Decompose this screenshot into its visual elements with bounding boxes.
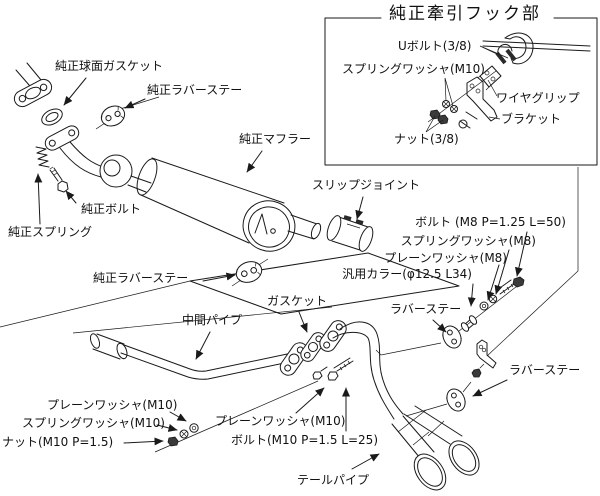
label-plain-washer-m8: プレーンワッシャ(M8)	[384, 251, 507, 265]
oem-rubber-stay-rear-drawing	[231, 258, 269, 287]
inset-title: 純正牽引フック部	[384, 4, 546, 24]
label-oem-muffler: 純正マフラー	[239, 132, 312, 146]
label-nut-m10: ナット(M10 P=1.5)	[2, 435, 114, 449]
label-bolt-m8: ボルト (M8 P=1.25 L=50)	[415, 215, 566, 229]
inset-box	[324, 17, 598, 166]
rubber-stay-lower-drawing	[405, 381, 472, 417]
label-oem-rubber-stay-rear: 純正ラバーステー	[93, 271, 189, 285]
oem-front-pipe-drawing	[13, 62, 104, 178]
label-rubber-stay-upper: ラバーステー	[390, 302, 462, 316]
label-slip-joint: スリップジョイント	[312, 178, 421, 192]
label-plain-washer-m10-center: プレーンワッシャ(M10)	[215, 414, 346, 428]
label-mid-pipe: 中間パイプ	[182, 313, 243, 327]
oem-spherical-gasket-drawing	[41, 108, 63, 126]
leader-lines	[34, 45, 579, 470]
label-spring-washer-m8: スプリングワッシャ(M8)	[400, 234, 536, 248]
flange-bolts-drawing	[312, 357, 354, 381]
label-oem-bolt: 純正ボルト	[81, 202, 142, 216]
oem-bolt-drawing	[49, 166, 69, 193]
label-collar: 汎用カラー(φ12.5 L34)	[342, 267, 472, 281]
oem-muffler-drawing	[136, 157, 322, 252]
oem-rubber-stay-front-drawing	[95, 96, 160, 130]
label-wire-grip: ワイヤグリップ	[496, 91, 580, 105]
oem-spring-drawing	[35, 146, 50, 168]
label-tail-pipe: テールパイプ	[297, 473, 370, 487]
floor-panel	[0, 252, 460, 334]
label-spring-washer-m10: スプリングワッシャ(M10)	[22, 416, 165, 430]
mid-pipe-drawing	[89, 333, 295, 380]
m10-fastener-stack-drawing	[154, 380, 319, 453]
slip-joint-drawing	[326, 215, 374, 252]
gasket-flange-drawing	[279, 320, 347, 376]
tail-pipe-drawing	[332, 321, 480, 491]
hanger-bracket-drawing	[471, 339, 497, 378]
tow-hook-drawing	[427, 32, 591, 129]
label-bolt-m10: ボルト(M10 P=1.5 L=25)	[231, 433, 379, 447]
label-rubber-stay-lower: ラバーステー	[509, 363, 581, 377]
label-gasket: ガスケット	[267, 294, 328, 308]
label-spring-washer-m10-inset: スプリングワッシャ(M10)	[342, 62, 485, 76]
label-oem-spherical-gasket: 純正球面ガスケット	[55, 59, 164, 73]
resonator-drawing	[99, 154, 152, 193]
label-oem-rubber-stay-front: 純正ラバーステー	[147, 83, 243, 97]
rubber-stay-upper-drawing	[375, 325, 462, 356]
label-oem-spring: 純正スプリング	[8, 225, 93, 239]
label-plain-washer-m10-left: プレーンワッシャ(M10)	[47, 398, 178, 412]
label-u-bolt: Uボルト(3/8)	[398, 39, 472, 53]
label-nut-3-8: ナット(3/8)	[394, 132, 459, 146]
m8-fastener-stack-drawing	[458, 276, 525, 332]
label-bracket: ブラケット	[501, 112, 562, 126]
